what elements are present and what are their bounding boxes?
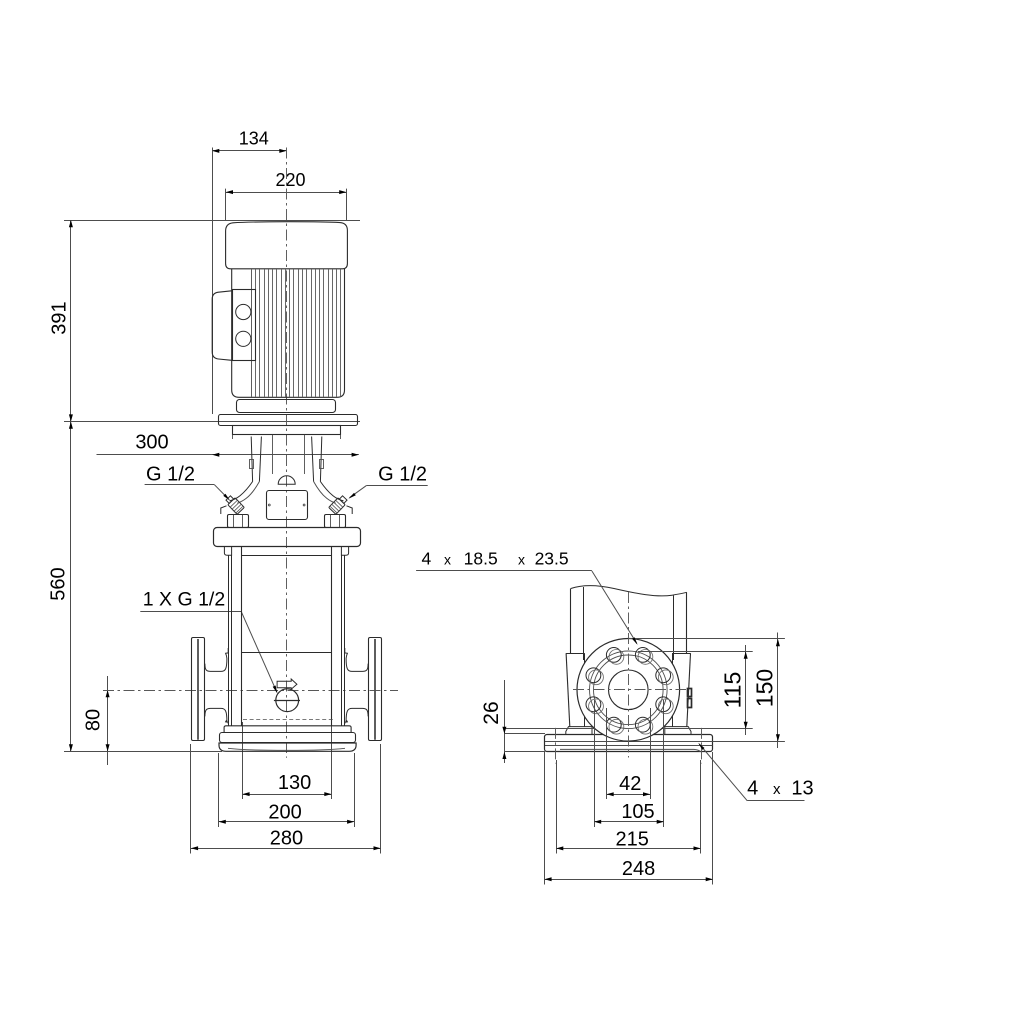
- svg-text:G 1/2: G 1/2: [146, 464, 195, 486]
- svg-text:x: x: [773, 781, 781, 798]
- svg-text:13: 13: [791, 778, 813, 800]
- svg-text:134: 134: [239, 129, 269, 149]
- svg-text:23.5: 23.5: [535, 548, 569, 568]
- svg-text:4: 4: [422, 548, 432, 568]
- svg-text:18.5: 18.5: [464, 548, 498, 568]
- svg-text:80: 80: [83, 709, 105, 731]
- svg-text:4: 4: [747, 778, 758, 800]
- svg-text:280: 280: [270, 828, 303, 850]
- svg-text:42: 42: [619, 773, 641, 795]
- svg-text:26: 26: [480, 701, 503, 724]
- svg-text:150: 150: [752, 669, 778, 707]
- svg-text:560: 560: [48, 567, 70, 600]
- svg-text:130: 130: [278, 772, 311, 794]
- svg-text:215: 215: [616, 829, 649, 851]
- svg-text:248: 248: [622, 858, 655, 880]
- svg-text:200: 200: [268, 802, 301, 824]
- svg-text:115: 115: [720, 672, 746, 709]
- svg-text:391: 391: [49, 301, 71, 334]
- svg-text:x: x: [444, 552, 451, 568]
- svg-text:1 X G 1/2: 1 X G 1/2: [143, 588, 225, 610]
- svg-text:G 1/2: G 1/2: [378, 464, 427, 486]
- svg-text:220: 220: [275, 170, 305, 190]
- svg-text:x: x: [518, 552, 525, 568]
- svg-text:300: 300: [135, 432, 168, 454]
- svg-text:105: 105: [621, 801, 654, 823]
